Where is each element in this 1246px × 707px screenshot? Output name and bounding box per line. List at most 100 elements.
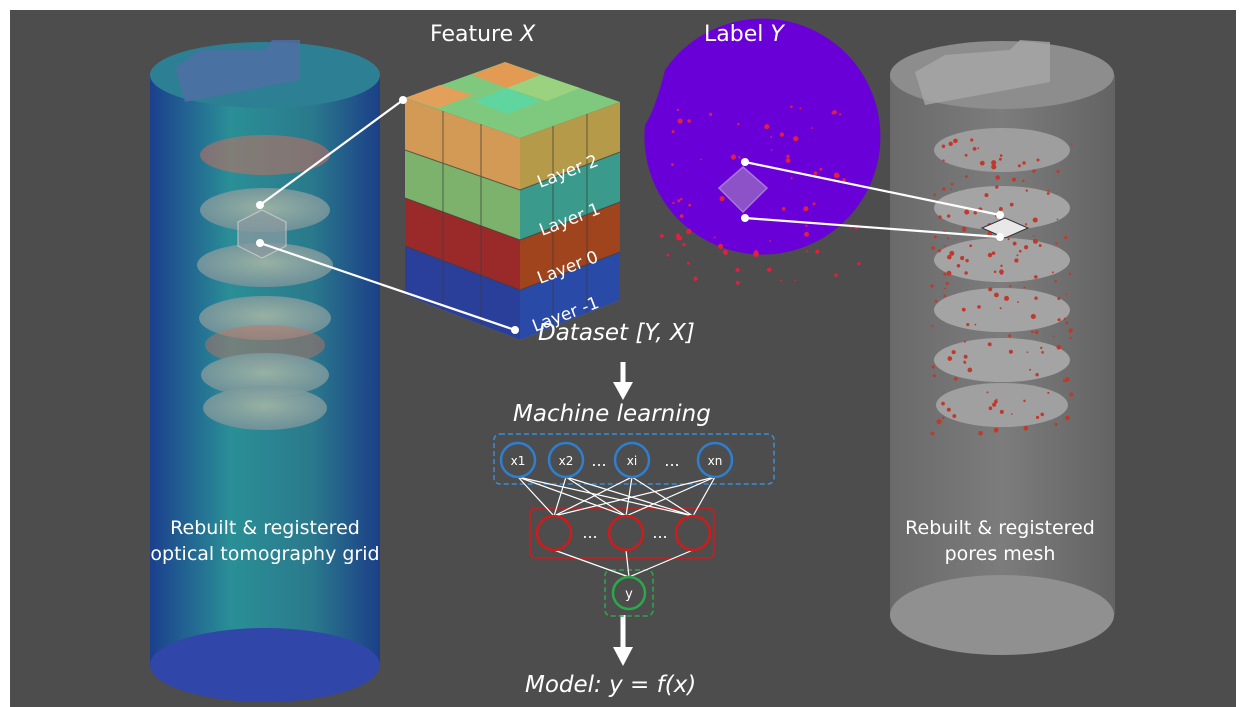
network-edge bbox=[692, 476, 716, 517]
pore-dot bbox=[1035, 415, 1040, 419]
pore-dot bbox=[687, 119, 691, 123]
right-cylinder-bottom bbox=[890, 575, 1114, 655]
output-node bbox=[611, 575, 647, 611]
pore-dot bbox=[1055, 242, 1058, 245]
pore-dot bbox=[972, 146, 977, 151]
pore-dot bbox=[993, 270, 997, 274]
pore-dot bbox=[964, 175, 968, 178]
pore-dot bbox=[1032, 217, 1038, 223]
pore-dot bbox=[735, 267, 740, 273]
connector-line bbox=[259, 99, 404, 206]
pore-dot bbox=[794, 279, 796, 282]
pore-dot bbox=[737, 122, 740, 126]
input-node bbox=[499, 441, 537, 479]
pore-dot bbox=[833, 172, 840, 178]
connector-dot bbox=[511, 326, 519, 334]
pore-dot bbox=[930, 284, 934, 288]
pore-dot bbox=[962, 228, 966, 232]
pore-dot bbox=[676, 233, 681, 238]
connector-dot bbox=[996, 211, 1004, 219]
pore-dot bbox=[1017, 301, 1019, 304]
network-edge bbox=[631, 476, 694, 517]
right-layer-disk bbox=[934, 128, 1070, 172]
left-layer-disk bbox=[200, 135, 330, 175]
output-layer-box bbox=[604, 569, 654, 617]
cube-left-band bbox=[405, 246, 520, 340]
pore-dot bbox=[1065, 293, 1068, 296]
pore-dot bbox=[1056, 218, 1059, 221]
pore-dot bbox=[947, 214, 951, 218]
pore-dot bbox=[932, 374, 936, 378]
connector-dots bbox=[256, 96, 1004, 334]
pore-dot bbox=[1064, 235, 1068, 240]
model-label: Model: y = f(x) bbox=[525, 672, 697, 698]
pore-dot bbox=[967, 367, 973, 373]
pore-dot bbox=[931, 324, 934, 327]
right-caption-line: Rebuilt & registered bbox=[905, 517, 1095, 539]
pore-dot bbox=[708, 112, 713, 116]
right-layer-disk bbox=[934, 238, 1070, 282]
pore-dot bbox=[1057, 296, 1061, 301]
pore-dot bbox=[964, 209, 970, 215]
label-title-prefix: Label bbox=[704, 22, 771, 47]
right-pores-scatter bbox=[930, 138, 1074, 436]
pore-dot bbox=[963, 360, 966, 364]
pore-dot bbox=[977, 305, 981, 309]
pore-dot bbox=[700, 158, 702, 161]
pore-dot bbox=[934, 299, 938, 303]
pore-dot bbox=[1009, 202, 1014, 207]
pore-dot bbox=[994, 292, 999, 298]
pore-dot bbox=[804, 231, 810, 237]
pore-dot bbox=[946, 407, 951, 412]
cube-top-cell bbox=[474, 88, 540, 114]
pore-dot bbox=[970, 138, 974, 142]
pore-dot bbox=[1034, 330, 1039, 334]
network-edge bbox=[625, 549, 630, 578]
pore-dot bbox=[730, 154, 737, 160]
left-layer-disk bbox=[201, 353, 329, 397]
pore-dot bbox=[998, 207, 1003, 211]
pore-dot bbox=[987, 342, 992, 347]
pore-dot bbox=[949, 250, 955, 256]
diagram-svg: Layer 2 Layer 1 Layer 0 Layer -1 bbox=[150, 18, 1115, 702]
network-edge bbox=[517, 476, 627, 517]
pore-dot bbox=[952, 414, 957, 418]
pore-dot bbox=[999, 409, 1004, 414]
label-disk bbox=[644, 18, 881, 285]
pore-dot bbox=[767, 267, 772, 272]
pore-dot bbox=[1069, 336, 1072, 339]
feature-cube: Layer 2 Layer 1 Layer 0 Layer -1 bbox=[404, 62, 621, 340]
pore-dot bbox=[693, 276, 698, 281]
pore-dot bbox=[1047, 391, 1050, 395]
machine-learning-label: Machine learning bbox=[513, 401, 711, 427]
output-node-label: y bbox=[625, 587, 633, 602]
pore-dot bbox=[961, 307, 966, 312]
input-node bbox=[696, 441, 734, 479]
pore-dot bbox=[987, 252, 993, 258]
pore-dot bbox=[988, 406, 993, 411]
pore-dot bbox=[1010, 413, 1013, 415]
pore-dot bbox=[815, 249, 820, 254]
pore-dot bbox=[722, 249, 728, 255]
pore-dot bbox=[1063, 317, 1066, 320]
right-caption: Rebuilt & registered pores mesh bbox=[880, 515, 1120, 567]
pore-dot bbox=[946, 270, 952, 276]
input-layer-box bbox=[493, 433, 775, 485]
pore-dot bbox=[1023, 286, 1026, 289]
pore-dot bbox=[999, 154, 1003, 157]
pore-dot bbox=[1026, 351, 1029, 353]
pore-dot bbox=[677, 199, 681, 203]
right-caption-line: pores mesh bbox=[944, 543, 1056, 565]
pore-dot bbox=[1054, 279, 1058, 283]
pore-dot bbox=[738, 156, 741, 159]
pore-dot bbox=[679, 214, 684, 218]
flow-arrows bbox=[613, 362, 633, 666]
pore-dot bbox=[718, 243, 724, 250]
label-title: Label Y bbox=[704, 22, 784, 47]
pore-dot bbox=[770, 136, 773, 139]
left-layer-disk bbox=[197, 243, 333, 287]
pore-dot bbox=[931, 246, 935, 250]
pore-dot bbox=[769, 239, 771, 242]
pore-dot bbox=[857, 262, 861, 266]
pore-dot bbox=[998, 157, 1002, 161]
